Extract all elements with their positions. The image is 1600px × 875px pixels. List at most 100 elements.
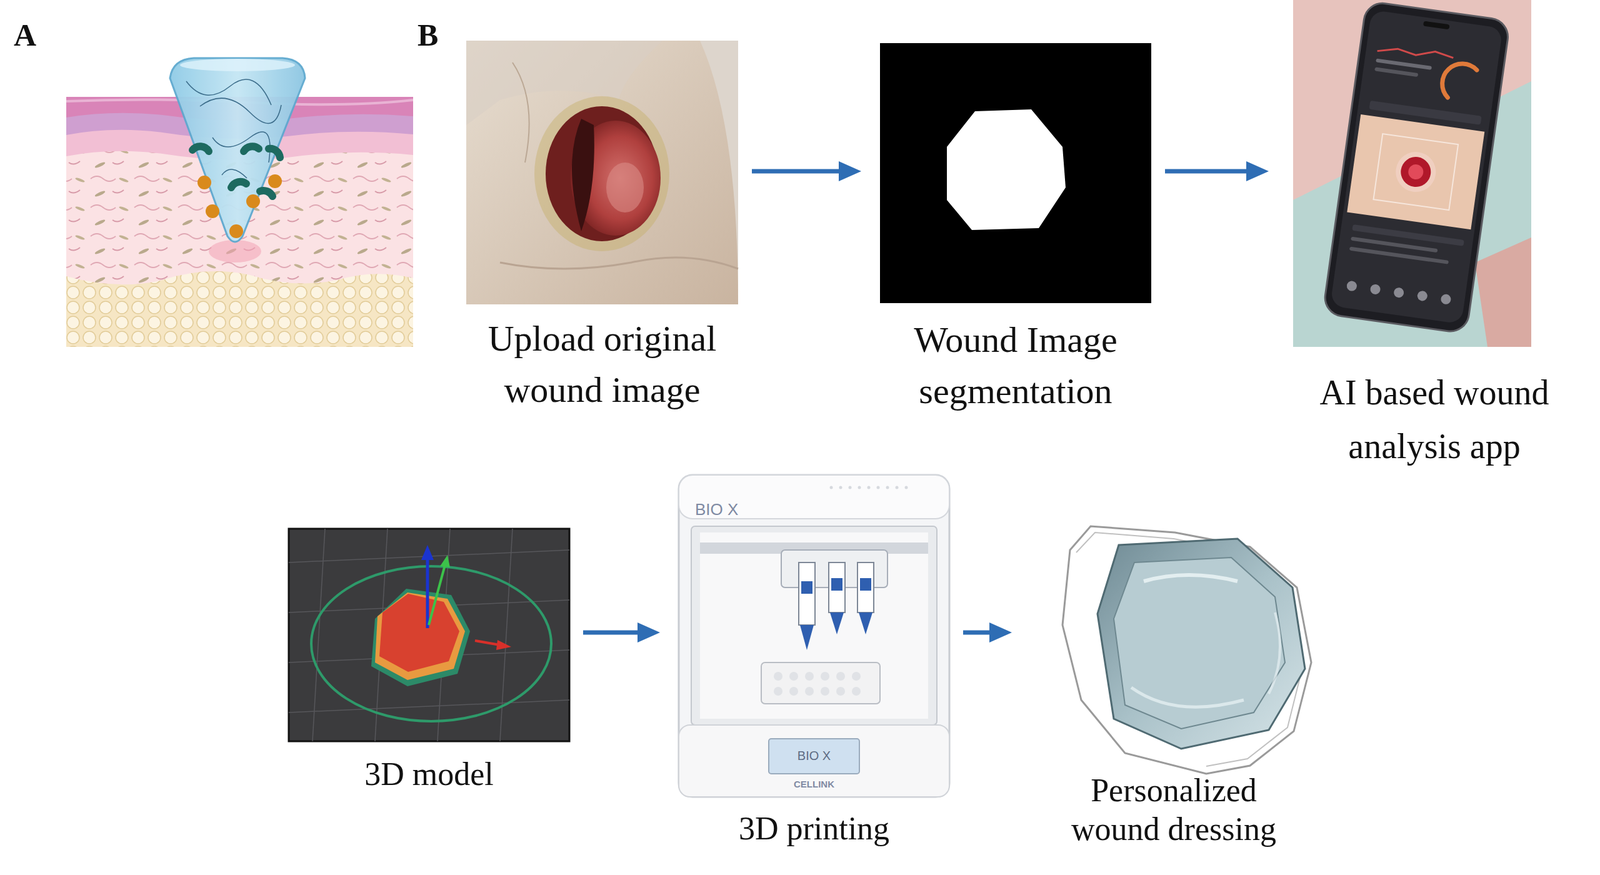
printing-step: 3D printing [678, 469, 950, 850]
bioprinter-part-part [858, 612, 873, 635]
bioprinter-part [768, 738, 860, 774]
phone-app-photo-part [1293, 0, 1532, 347]
bioprinter-part [761, 662, 880, 704]
3d-model-render-part [428, 565, 445, 625]
bioprinter-part-part [839, 486, 843, 490]
arrow-shaft [1165, 169, 1250, 174]
wound-dressing-photo-part [1097, 538, 1305, 749]
3d-model-render-part [288, 528, 570, 742]
phone-app-photo-part-part-part [1369, 283, 1381, 295]
bioprinter-part-part [895, 486, 899, 490]
3d-model-render [288, 528, 570, 742]
bioprinter-part [678, 475, 950, 797]
3d-model-render-part-part [288, 700, 570, 713]
3d-model-render-part-part [312, 528, 325, 742]
bioprinter-part-part [798, 562, 815, 625]
microneedle-part-part [246, 194, 260, 209]
phone-app-photo-part-part [1322, 0, 1510, 334]
phone-app-photo-part [1322, 0, 1510, 334]
bioprinter [678, 475, 950, 797]
flow-arrow [583, 622, 660, 643]
printer-screen-text: BIO X [768, 748, 860, 764]
bioprinter-part-part [851, 686, 861, 696]
microneedle-part [212, 131, 270, 163]
phone-app-photo-part-part-part [1346, 280, 1358, 292]
microneedle-part-part [192, 146, 209, 152]
microneedle-part [200, 98, 282, 124]
bioprinter-part-part [851, 671, 861, 681]
arrow-shaft [751, 169, 843, 174]
bioprinter-part-part [867, 486, 871, 490]
3d-model-render-part-part [500, 528, 513, 742]
segmentation-mask [880, 43, 1152, 304]
bioprinter-part-part [820, 686, 830, 696]
microneedle-part-part [231, 181, 247, 188]
3d-model-render-part [440, 555, 450, 568]
3d-model-render-part [371, 588, 470, 687]
phone-app-photo-part-part [1330, 10, 1503, 325]
flow-arrow [963, 622, 1012, 643]
bioprinter-part-part [886, 486, 890, 490]
phone-app-photo-part-part-part [1416, 290, 1429, 302]
wound-photo-part [466, 40, 739, 305]
bioprinter-part-part [858, 486, 862, 490]
wound-photo [466, 40, 739, 305]
segmentation-step: Wound Image segmentation [880, 43, 1152, 417]
arrow-head [637, 622, 660, 643]
microneedle-part-part [205, 204, 220, 219]
bioprinter-part-part [830, 486, 834, 490]
microneedle-part [208, 240, 262, 263]
phone-app-photo-part-part [1346, 114, 1485, 230]
wound-photo-part [606, 162, 644, 213]
step-caption: Upload original wound image [466, 313, 739, 416]
photo-step: Upload original wound image [466, 40, 739, 416]
wound-photo-part [534, 96, 670, 252]
bioprinter-part-part [801, 581, 813, 594]
printer-brand: BIO X [695, 500, 739, 520]
arrow-head [1246, 161, 1269, 182]
microneedle-part [186, 79, 272, 105]
bioprinter-part-part [773, 686, 783, 696]
3d-model-render-part [426, 557, 430, 629]
wound-dressing-photo-part [1268, 612, 1280, 694]
bioprinter-part [800, 578, 873, 650]
phone-app-photo-part-part-part [1393, 286, 1405, 299]
wound-dressing-photo [1062, 526, 1312, 774]
app-step: AI based wound analysis app [1287, 0, 1582, 474]
step-caption: AI based wound analysis app [1287, 365, 1582, 474]
bioprinter-part [773, 671, 861, 696]
phone-app-photo-part-part [1346, 280, 1452, 305]
panel-letter: A [13, 16, 37, 54]
bioprinter-part [830, 486, 909, 490]
3d-model-render-part [311, 566, 552, 722]
3d-model-render-part [475, 640, 500, 645]
phone-app-photo-part-part [1373, 133, 1459, 210]
flow-arrow [1165, 161, 1269, 182]
wound-dressing-photo-part [1143, 575, 1238, 582]
microneedle-part-part [268, 174, 282, 189]
flow-arrow [751, 161, 862, 182]
microneedle-part [192, 146, 280, 197]
dressing-step: Personalized wound dressing [1030, 506, 1317, 849]
phone-app-photo-part-part [1374, 66, 1419, 77]
model-step: 3D model [288, 528, 570, 795]
phone-app-photo-part [1475, 237, 1532, 347]
bioprinter-part [700, 532, 929, 719]
wound-photo-part [512, 62, 530, 163]
bioprinter-part-part [831, 578, 843, 591]
phone-app-photo-part-part [1440, 61, 1477, 102]
phone-app-photo-part-part [1423, 21, 1450, 30]
printer-maker: CELLINK [768, 778, 860, 790]
phone-app-photo [1293, 0, 1532, 347]
arrow-shaft [963, 630, 994, 635]
phone-app-photo-part-part [1398, 155, 1433, 189]
step-caption: 3D printing [678, 808, 950, 850]
3d-model-render-part [496, 640, 512, 650]
3d-model-render-part [288, 528, 570, 742]
microneedle [170, 58, 305, 263]
phone-app-photo-part-part-part [1440, 293, 1452, 305]
3d-model-render-part [375, 592, 465, 680]
wound-dressing-photo-part [1113, 557, 1285, 729]
bioprinter-part [678, 725, 950, 797]
